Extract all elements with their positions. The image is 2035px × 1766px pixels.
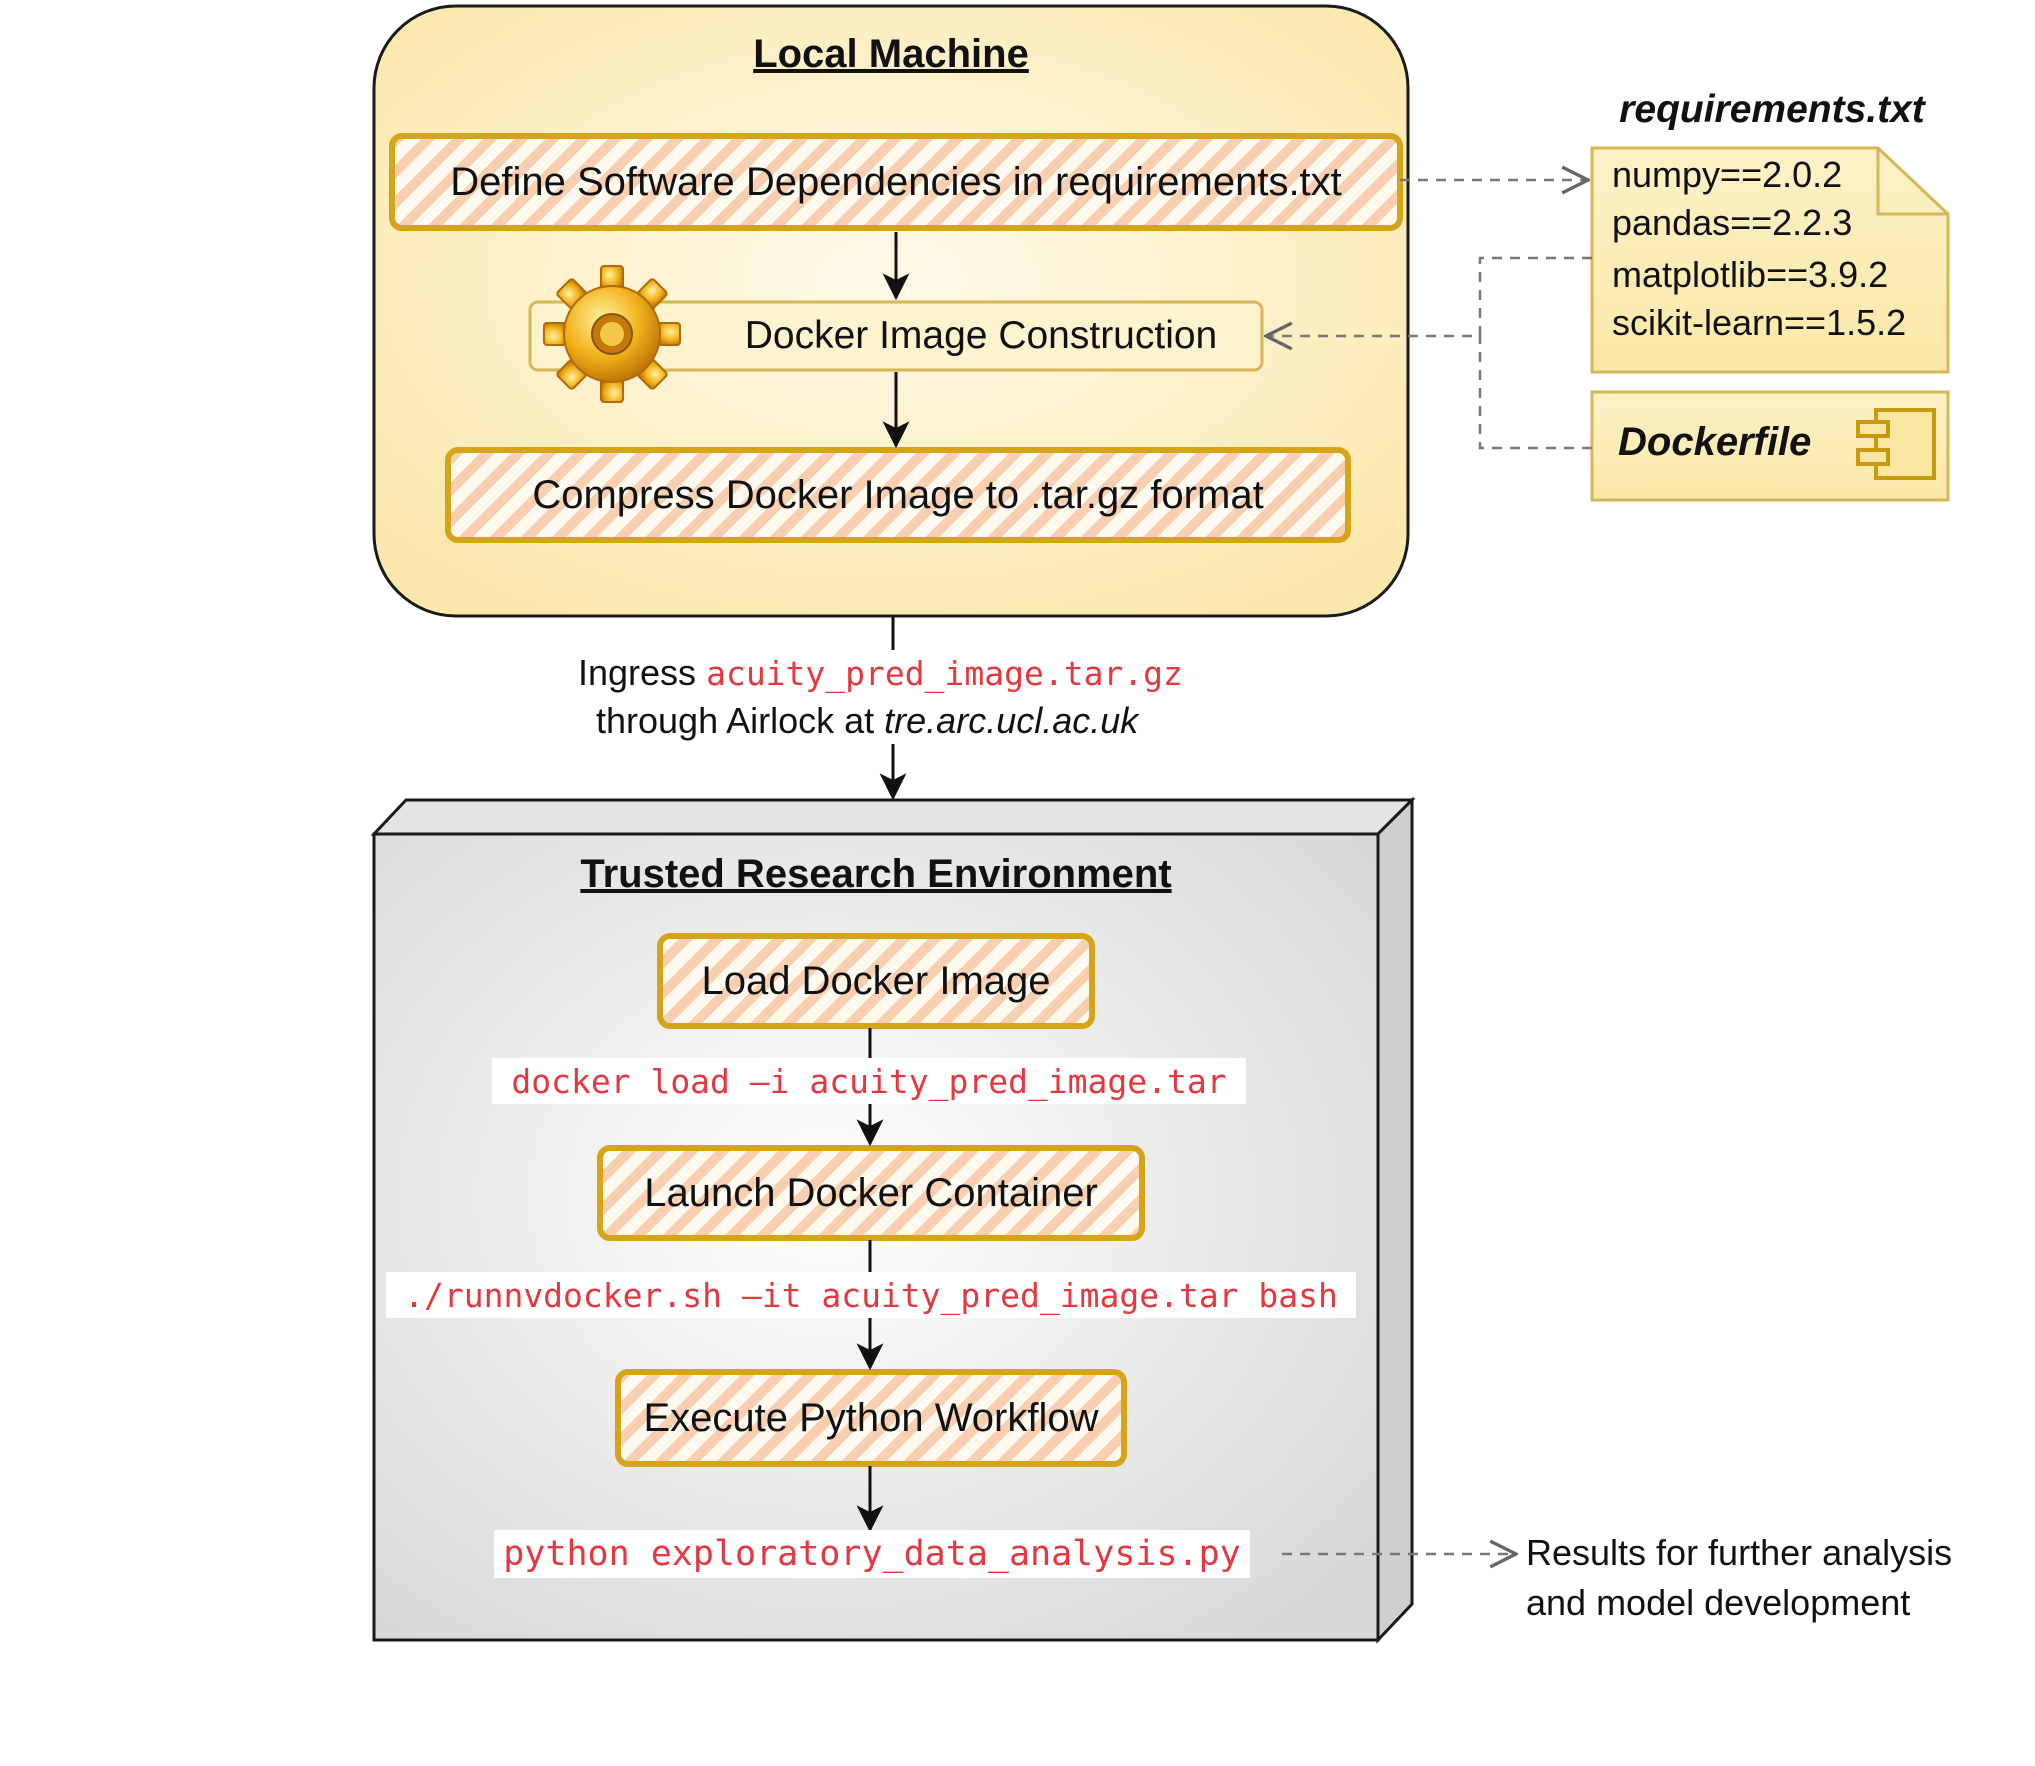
component-icon <box>1856 408 1936 480</box>
ingress-file: acuity_pred_image.tar.gz <box>706 654 1183 693</box>
launch-container-label: Launch Docker Container <box>644 1170 1098 1215</box>
requirement-item: matplotlib==3.9.2 <box>1612 254 1889 295</box>
load-image-label: Load Docker Image <box>701 958 1051 1003</box>
execute-workflow-label: Execute Python Workflow <box>643 1395 1099 1440</box>
load-command: docker load –i acuity_pred_image.tar <box>511 1061 1227 1101</box>
dockerfile-to-build-connector <box>1478 336 1592 450</box>
local-machine-title: Local Machine <box>753 32 1029 76</box>
load-image-box <box>657 933 1095 1029</box>
execute-command: python exploratory_data_analysis.py <box>503 1534 1241 1574</box>
compress-image-label: Compress Docker Image to .tar.gz format <box>532 472 1264 517</box>
requirements-note <box>1590 146 1950 374</box>
execute-command-box: python exploratory_data_analysis.py <box>494 1530 1250 1578</box>
dockerfile-label: Dockerfile <box>1618 420 1812 464</box>
results-line-1: Results for further analysis <box>1526 1532 1953 1573</box>
ingress-prefix: Ingress <box>578 652 697 693</box>
ingress-line-1: Ingress acuity_pred_image.tar.gz <box>578 652 1183 694</box>
define-dependencies-label: Define Software Dependencies in requirem… <box>450 159 1342 204</box>
launch-container-box <box>597 1145 1145 1241</box>
load-command-box: docker load –i acuity_pred_image.tar <box>492 1058 1246 1104</box>
requirement-item: pandas==2.2.3 <box>1612 202 1853 243</box>
docker-build-label: Docker Image Construction <box>744 314 1218 357</box>
airlock-host: tre.arc.ucl.ac.uk <box>884 700 1139 741</box>
gear-icon <box>543 265 681 403</box>
note-fold <box>1876 148 1948 216</box>
tre-node-side <box>1376 796 1414 1644</box>
launch-command-box: ./runnvdocker.sh –it acuity_pred_image.t… <box>386 1272 1356 1318</box>
launch-command: ./runnvdocker.sh –it acuity_pred_image.t… <box>404 1275 1338 1315</box>
requirement-item: scikit-learn==1.5.2 <box>1612 302 1907 343</box>
compress-image-box <box>445 447 1351 543</box>
requirement-item: numpy==2.0.2 <box>1612 154 1843 195</box>
tre-title: Trusted Research Environment <box>580 852 1172 896</box>
results-line-2: and model development <box>1526 1582 1911 1623</box>
docker-build-box <box>528 300 1264 372</box>
define-dependencies-box <box>389 133 1403 231</box>
ingress-line2-prefix: through Airlock at <box>596 700 875 741</box>
execute-workflow-box <box>615 1369 1127 1467</box>
requirements-to-build-connector <box>1266 256 1592 336</box>
tre-node-top <box>370 798 1416 836</box>
ingress-line-2: through Airlock at tre.arc.ucl.ac.uk <box>596 700 1138 742</box>
requirements-title: requirements.txt <box>1619 88 1925 131</box>
